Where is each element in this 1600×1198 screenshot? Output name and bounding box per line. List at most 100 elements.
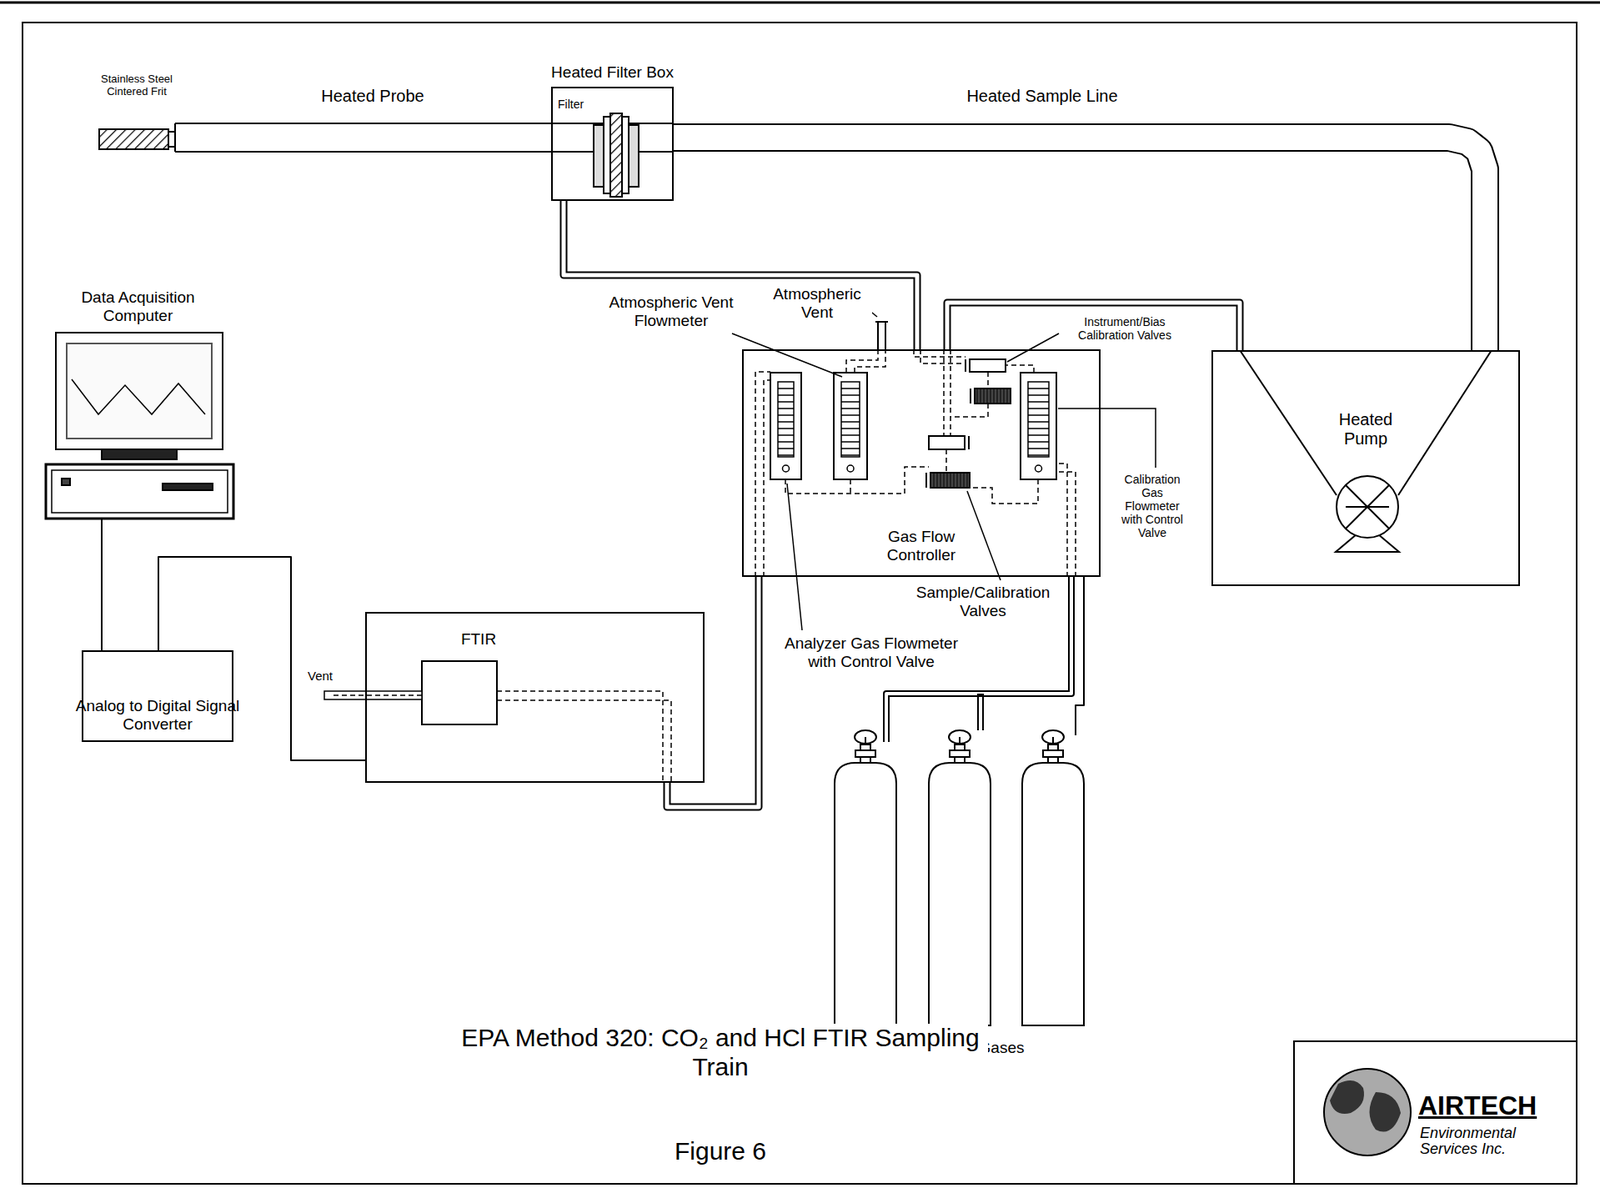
line-outer: [947, 302, 1240, 351]
ftir-internals: [496, 700, 672, 783]
logo: [1294, 1041, 1577, 1184]
node-label: Analog to Digital Signal Converter: [65, 697, 250, 734]
controller-internals: [777, 381, 1049, 472]
controller-internals: [1035, 465, 1043, 472]
calibration-cylinder: [1022, 762, 1084, 1026]
part-label: Filter: [556, 97, 594, 111]
node-label: Data Acquisition Computer: [55, 288, 222, 326]
converter-box: Analog to Digital Signal Converter: [81, 650, 234, 743]
computer: [51, 470, 228, 513]
controller-internals: [841, 447, 860, 450]
computer: [71, 379, 206, 415]
controller-internals: [849, 479, 852, 494]
controller-internals: [841, 427, 860, 430]
controller-internals: [847, 465, 854, 472]
controller-internals: [777, 407, 794, 410]
frit-and-probe: [175, 150, 552, 153]
sample-line: [101, 518, 103, 651]
controller-internals: [755, 349, 1076, 577]
computer: [61, 478, 71, 486]
computer: [55, 332, 223, 450]
controller-internals: [925, 472, 928, 488]
controller-internals: [945, 449, 948, 473]
computer-node: Data Acquisition Computer: [45, 288, 234, 519]
calibration-cylinder: [854, 730, 877, 744]
ftir-internals: [324, 661, 672, 783]
controller-internals: [928, 436, 965, 450]
controller-internals: [777, 447, 794, 450]
controller-internals: [1028, 454, 1049, 457]
filter-element: [610, 113, 622, 197]
controller-internals: [841, 407, 860, 410]
part-label: Instrument/Bias Calibration Valves: [1061, 315, 1189, 342]
controller-internals: [1028, 387, 1049, 390]
controller-internals: [777, 421, 794, 423]
heated-pump-symbol: [1345, 485, 1390, 529]
line-inner: [563, 200, 918, 350]
part-label: Environmental Services Inc.: [1419, 1125, 1563, 1158]
controller-internals: [841, 387, 860, 390]
controller-internals: [950, 403, 989, 417]
ftir-internals: [496, 691, 663, 783]
controller-internals: [1028, 381, 1049, 457]
calibration-cylinder: [1042, 730, 1064, 744]
controller-internals: [920, 349, 966, 364]
leader-line: [732, 333, 843, 377]
logo: [1324, 1068, 1411, 1156]
leader-line: [1007, 333, 1059, 362]
ftir-box: FTIR: [365, 611, 705, 783]
calibration-cylinder: [958, 737, 961, 744]
controller-internals: [777, 394, 794, 397]
controller-internals: [777, 414, 794, 417]
calibration-cylinder: [834, 730, 1084, 1026]
calibration-cylinder: [948, 730, 971, 744]
ftir-internals: [324, 691, 422, 700]
node-label: Heated Pump: [1324, 410, 1408, 449]
heated-pump-symbol: [1345, 506, 1390, 508]
controller-internals: [930, 472, 970, 488]
controller-internals: [884, 321, 887, 350]
frit-and-probe: [174, 123, 176, 152]
line-inner: [673, 137, 1485, 351]
controller-internals: [785, 466, 929, 494]
leader-line: [967, 491, 1001, 581]
controller-internals: [1028, 394, 1049, 397]
controller-internals: [974, 388, 1011, 404]
controller-internals: [777, 434, 794, 437]
controller-internals: [777, 427, 794, 430]
frit-and-probe: [168, 131, 176, 147]
computer: [45, 464, 234, 519]
controller-internals: [777, 387, 794, 390]
controller-internals: [1028, 434, 1049, 437]
controller-internals: [1056, 471, 1076, 577]
filter-element: [551, 113, 674, 197]
part-label: AIRTECH: [1417, 1090, 1565, 1122]
line-outer: [673, 137, 1485, 351]
controller-internals: [841, 401, 860, 403]
computer: [66, 343, 212, 439]
controller-internals: [841, 421, 860, 423]
controller-internals: [1028, 407, 1049, 410]
controller-internals: [968, 436, 970, 450]
heated-pump-symbol: [1345, 485, 1390, 529]
controller-internals: [846, 349, 878, 373]
calibration-cylinder: [834, 762, 897, 1026]
controller-internals: [1028, 414, 1049, 417]
controller-internals: [770, 372, 802, 480]
leader-line: [1058, 408, 1156, 468]
controller-internals: [841, 454, 860, 457]
controller-internals: [777, 454, 794, 457]
part-label: Analyzer Gas Flowmeter with Control Valv…: [770, 634, 973, 672]
part-label: Vent: [302, 668, 338, 683]
controller-internals: [755, 321, 1076, 577]
ftir-internals: [333, 694, 422, 697]
node-label: Gas Flow Controller: [862, 527, 980, 565]
node-label: Heated Filter Box: [512, 63, 713, 82]
frit-and-probe: [99, 129, 169, 150]
sample-line: [947, 302, 1240, 351]
controller-internals: [777, 401, 794, 403]
controller-internals: [1028, 447, 1049, 450]
